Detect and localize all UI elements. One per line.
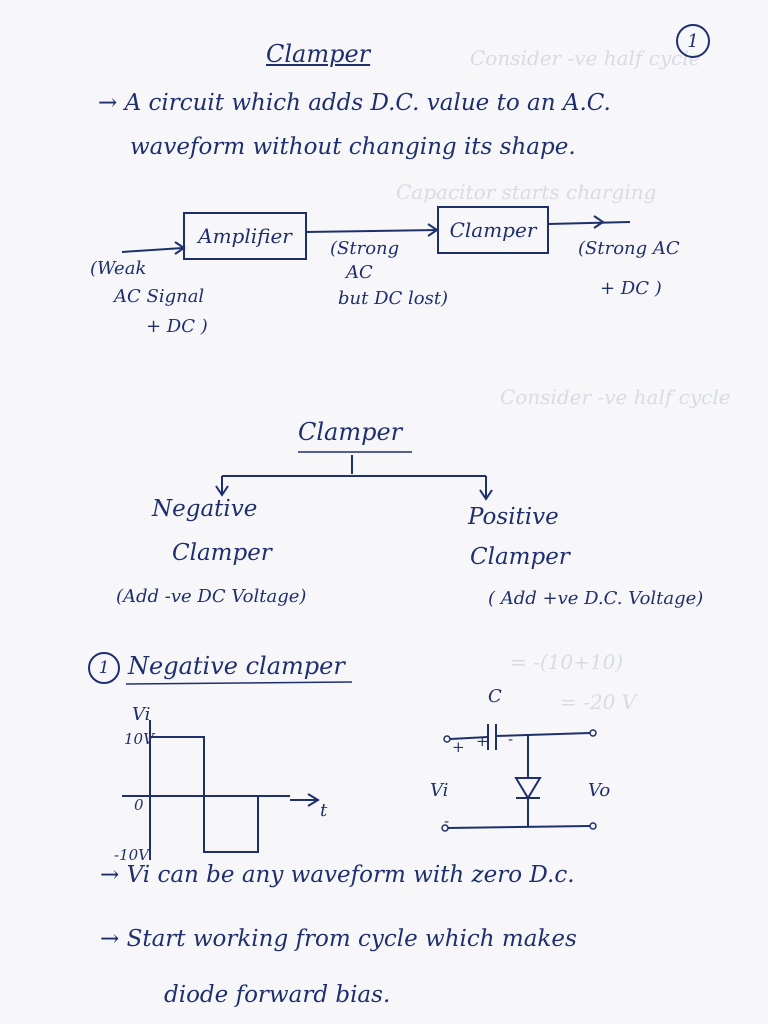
input-note-line-3: + DC ) [146, 316, 208, 337]
page-title: Clamper [266, 40, 371, 68]
square-waveform [150, 736, 259, 853]
capacitor-minus-sign: - [508, 730, 514, 748]
diode-symbol [514, 777, 542, 800]
positive-clamper-name-2: Clamper [470, 544, 570, 570]
negative-clamper-name-1: Negative [152, 496, 258, 522]
classification-root: Clamper [298, 418, 403, 446]
section-title: Negative clamper [128, 652, 345, 680]
positive-clamper-name-1: Positive [468, 504, 559, 530]
capacitor-plus-sign: + [476, 732, 489, 750]
waveform-y-label: Vi [132, 704, 151, 725]
tick-label-10v: 10V [124, 730, 154, 748]
middle-note-line-3: but DC lost) [338, 288, 449, 309]
tick-label-0: 0 [134, 796, 144, 814]
amplifier-block: Amplifier [183, 212, 307, 260]
note-line-1: → Vi can be any waveform with zero D.c. [100, 862, 575, 888]
note-line-3: diode forward bias. [164, 982, 391, 1008]
middle-note-line-2: AC [346, 262, 373, 283]
negative-clamper-note: (Add -ve DC Voltage) [116, 586, 307, 607]
section-number: 1 [88, 652, 120, 684]
tick-label-neg-10v: -10V [114, 846, 149, 864]
waveform-x-label: t [320, 800, 328, 821]
capacitor-label: C [488, 686, 502, 707]
output-note-line-1: (Strong AC [578, 238, 680, 259]
clamper-block: Clamper [437, 206, 549, 254]
negative-clamper-name-2: Clamper [172, 540, 272, 566]
bottom-minus-sign: - [444, 812, 450, 830]
positive-clamper-note: ( Add +ve D.C. Voltage) [488, 588, 704, 609]
note-line-2: → Start working from cycle which makes [100, 926, 577, 952]
input-plus-sign: + [452, 738, 465, 756]
circuit-input-label: Vi [430, 780, 449, 801]
definition-line-2: waveform without changing its shape. [130, 134, 576, 160]
output-note-line-2: + DC ) [600, 278, 662, 299]
input-note-line-1: (Weak [90, 258, 147, 279]
input-note-line-2: AC Signal [114, 286, 205, 307]
circuit-output-label: Vo [588, 780, 611, 801]
definition-line-1: → A circuit which adds D.C. value to an … [98, 90, 611, 116]
page-number: 1 [676, 24, 710, 58]
middle-note-line-1: (Strong [330, 238, 400, 259]
